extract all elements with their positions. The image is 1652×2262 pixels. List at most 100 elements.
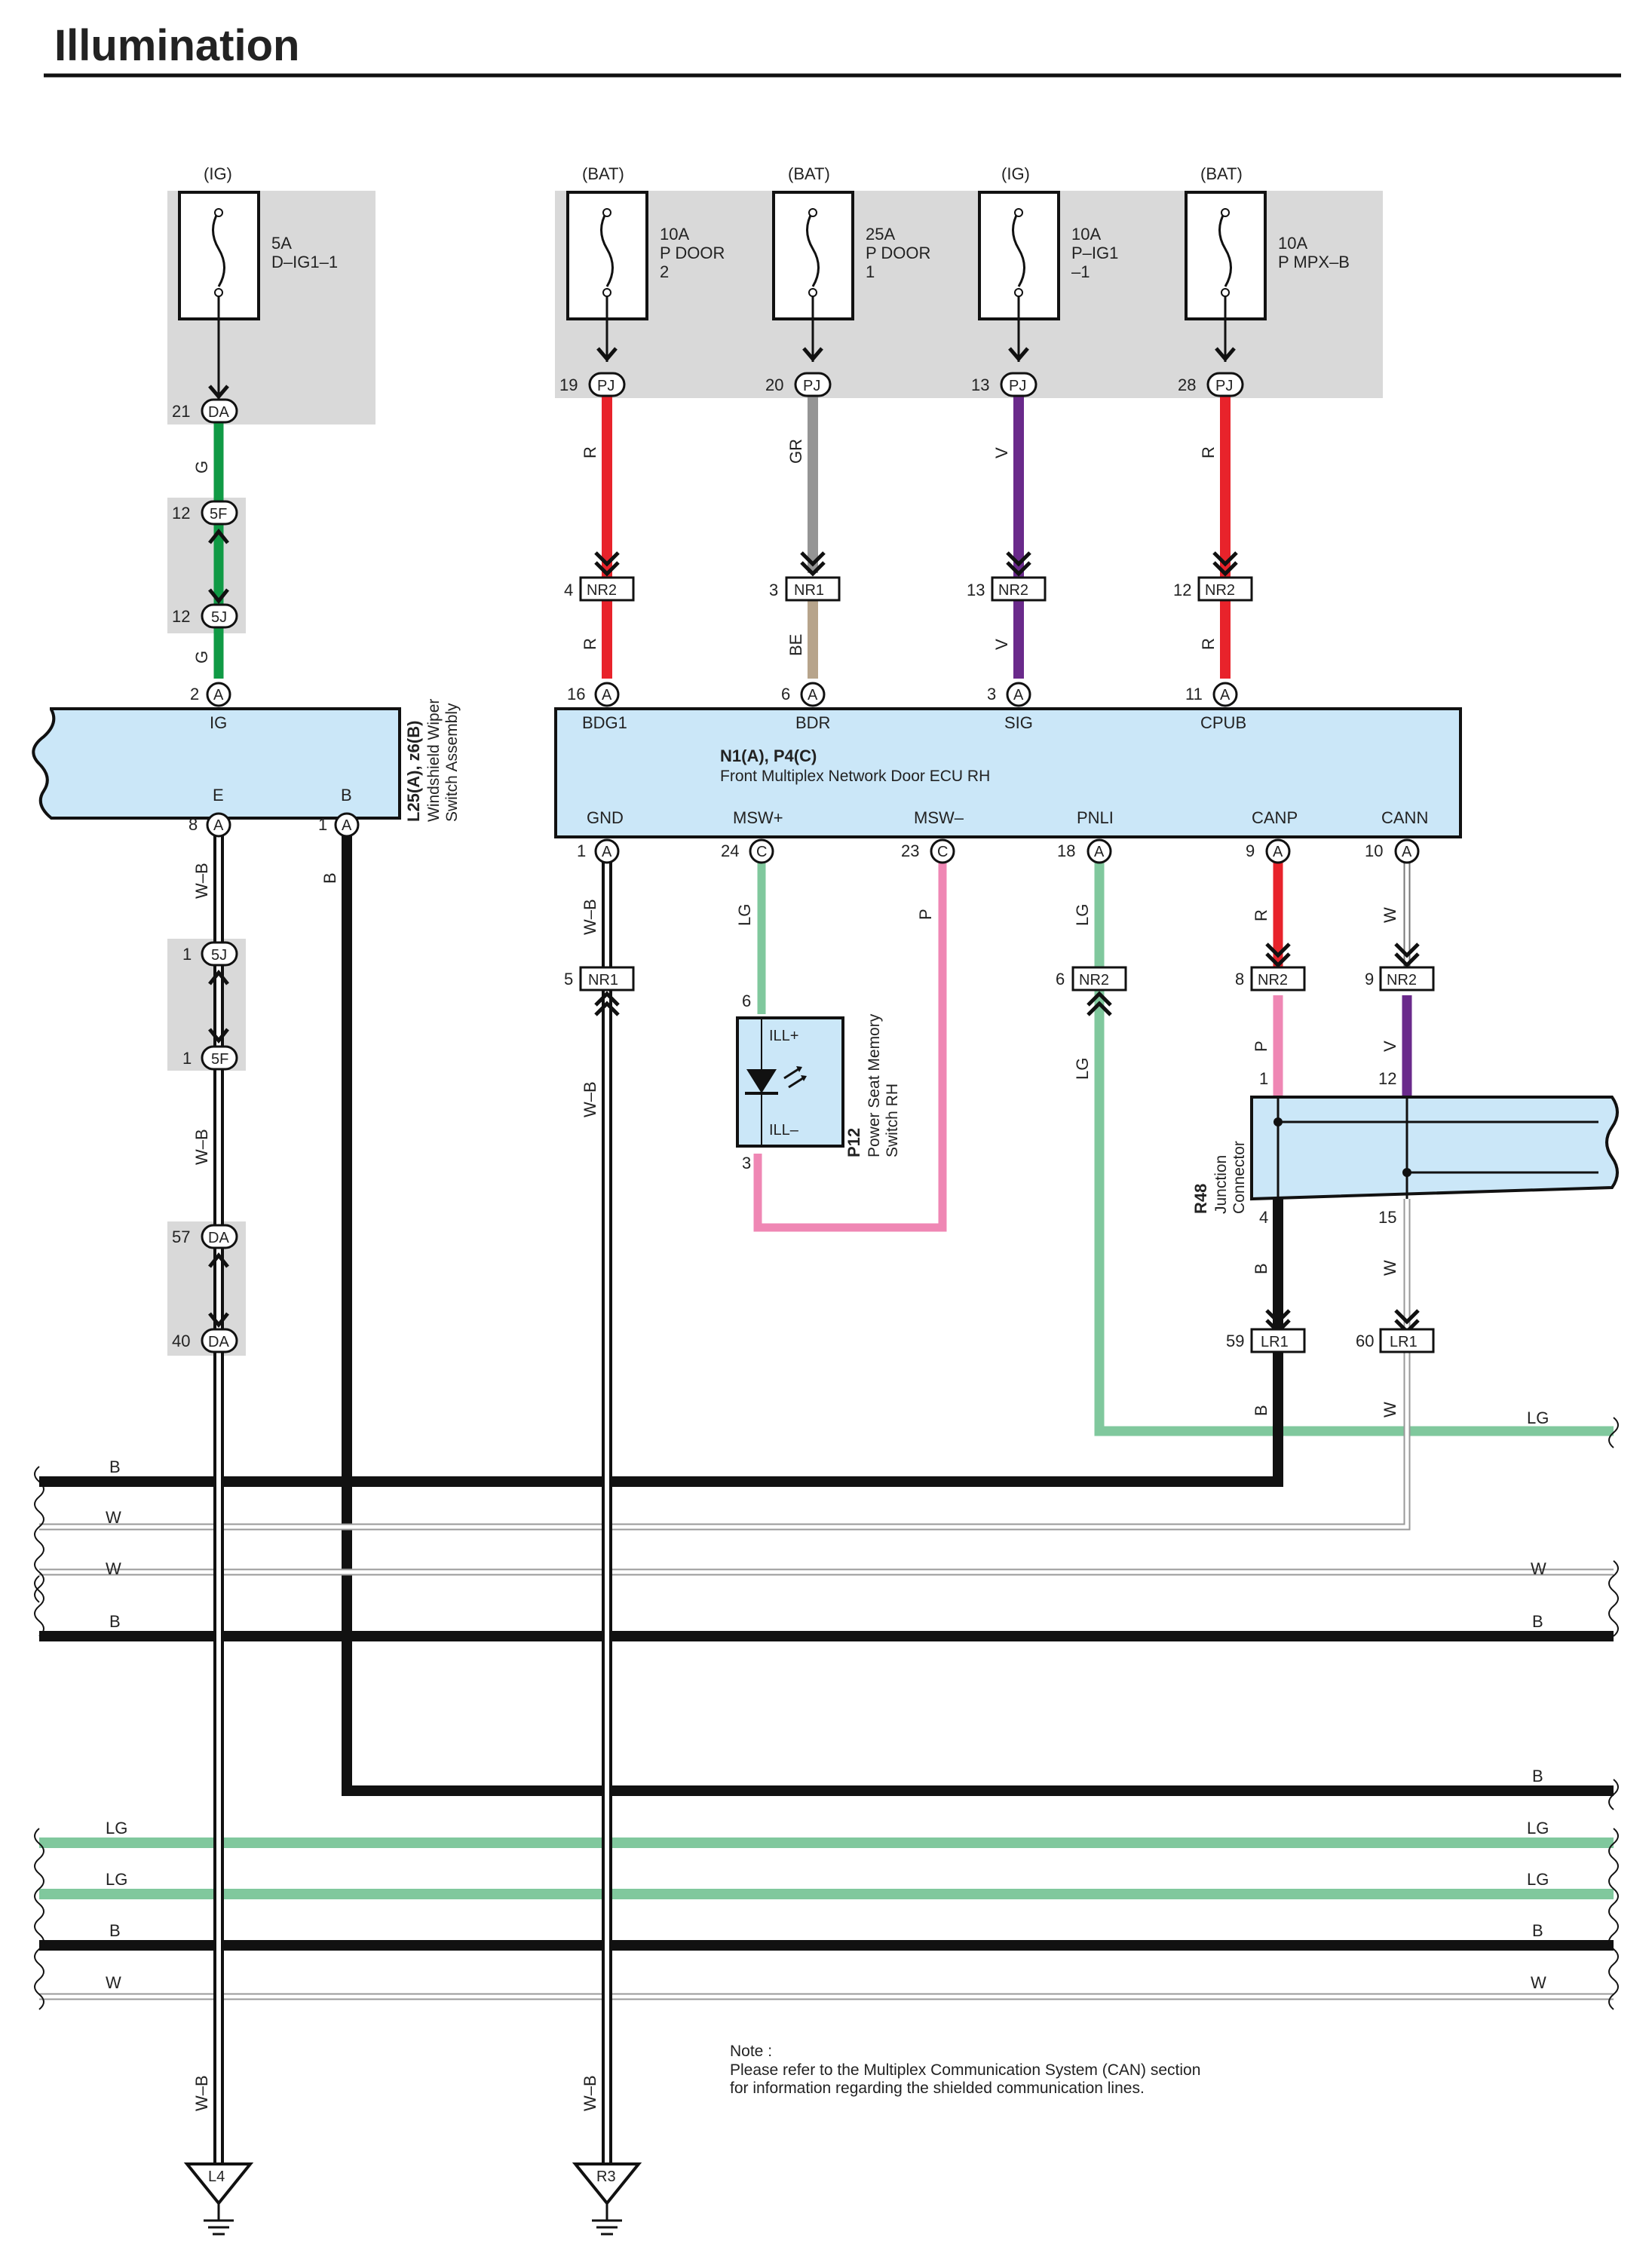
pin-number: 16 xyxy=(567,685,585,703)
bus-break-right xyxy=(1608,1417,1619,2010)
wire-label: G xyxy=(192,461,211,474)
junction-connector-r48: 1 12 4 15 R48 Junction Connector xyxy=(1191,1069,1619,1227)
connector-nr2-13: 13 NR2 xyxy=(967,576,1047,602)
connector-nr1-5: 5 NR1 xyxy=(564,966,635,992)
junction-double-arrow-2 xyxy=(208,969,229,1044)
bus-labels: LG B W W W B B B LG LG LG LG B B W W xyxy=(106,1408,1549,1992)
connector-nr2-4: 4 NR2 xyxy=(564,576,635,602)
wire-label: B xyxy=(1252,1263,1270,1274)
wire-label: W xyxy=(1381,1402,1399,1418)
fuse-arrows xyxy=(208,347,1236,400)
connector-name: A xyxy=(1094,844,1105,860)
bus-label: W xyxy=(106,1559,121,1578)
fuse-source: (BAT) xyxy=(788,164,830,183)
pin-number: 12 xyxy=(172,504,190,523)
power-seat-memory-switch: 6 ILL+ ILL– 3 P12 Power Seat Memory Swit… xyxy=(736,992,901,1172)
wire-label: W–B xyxy=(192,2075,211,2111)
pin-number: 13 xyxy=(967,581,985,599)
connector-a-1-gnd: 1 A xyxy=(577,838,620,864)
wire-label: V xyxy=(992,447,1011,458)
connector-name: 5J xyxy=(211,947,227,964)
wire-label: W xyxy=(1381,907,1399,923)
connector-nr2-9: 9 NR2 xyxy=(1365,966,1435,992)
pin-number: 4 xyxy=(564,581,573,599)
connector-name: A xyxy=(342,817,352,834)
fuse-p-ig1-1: (IG) 10A P–IG1 –1 xyxy=(978,164,1118,362)
connector-nr1-3: 3 NR1 xyxy=(769,576,841,602)
note: Note : Please refer to the Multiplex Com… xyxy=(730,2043,1200,2097)
wire-w-r48 xyxy=(39,1199,1411,1531)
connector-name: NR2 xyxy=(998,582,1028,599)
connector-name: NR2 xyxy=(1205,582,1235,599)
wire-label: LG xyxy=(1073,1058,1092,1080)
wire-label: W–B xyxy=(581,2075,599,2111)
pin-number: 3 xyxy=(769,581,778,599)
pin-number: 60 xyxy=(1356,1332,1374,1350)
ground-label: L4 xyxy=(208,2169,225,2185)
connector-da-57: 57 DA xyxy=(172,1224,238,1249)
ecu-pin-bdg1: BDG1 xyxy=(582,713,627,732)
note-text: for information regarding the shielded c… xyxy=(730,2080,1145,2097)
pin-number: 1 xyxy=(318,815,327,834)
ecu-pin-bdr: BDR xyxy=(795,713,830,732)
ecu-pin-cpub: CPUB xyxy=(1200,713,1246,732)
pin-number: 6 xyxy=(742,992,751,1010)
connector-pj-19: 19 PJ xyxy=(559,372,626,397)
led-icon xyxy=(745,1066,807,1095)
ecu-pin-canp: CANP xyxy=(1252,808,1298,827)
pin-label-ig: IG xyxy=(210,713,227,732)
connector-name: LR1 xyxy=(1261,1334,1289,1350)
pin-number: 28 xyxy=(1178,375,1196,394)
bus-label: B xyxy=(1532,1767,1543,1785)
pin-number: 9 xyxy=(1365,970,1374,988)
wire-label: G xyxy=(192,651,211,664)
pin-number: 12 xyxy=(1173,581,1191,599)
pin-number: 4 xyxy=(1259,1208,1268,1227)
connector-pj-13: 13 PJ xyxy=(971,372,1037,397)
wiper-name-1: Windshield Wiper xyxy=(425,699,443,822)
nr-chevrons-top xyxy=(594,551,1238,577)
connector-5j-12: 12 5J xyxy=(172,603,238,629)
pin-number: 19 xyxy=(559,375,578,394)
wire-label: LG xyxy=(735,904,754,926)
wire-label: P xyxy=(916,909,935,920)
connector-c-23: 23 C xyxy=(901,838,955,864)
bus-label: W xyxy=(1531,1973,1546,1992)
fuse-name: P–IG1 xyxy=(1071,244,1118,262)
pin-number: 21 xyxy=(172,402,190,421)
connector-name: 5F xyxy=(210,506,227,523)
note-text: Please refer to the Multiplex Communicat… xyxy=(730,2061,1200,2079)
wire-label: GR xyxy=(786,439,805,464)
connector-a-18: 18 A xyxy=(1057,838,1112,864)
connector-name: NR2 xyxy=(587,582,617,599)
ecu-pin-msw-plus: MSW+ xyxy=(733,808,783,827)
bus-label: LG xyxy=(1527,1408,1549,1427)
pin-label-e: E xyxy=(213,786,224,805)
pin-number: 20 xyxy=(765,375,783,394)
connector-a-1-wiper: 1 A xyxy=(318,812,360,838)
pin-number: 6 xyxy=(781,685,790,703)
connector-name: LR1 xyxy=(1390,1334,1418,1350)
wire-label: W–B xyxy=(581,1081,599,1117)
wire-label: V xyxy=(992,639,1011,650)
connector-5j-1: 1 5J xyxy=(182,941,238,967)
ecu-pin-sig: SIG xyxy=(1004,713,1033,732)
pin-number: 18 xyxy=(1057,841,1075,860)
connector-name: A xyxy=(1220,687,1231,703)
fuse-name: D–IG1–1 xyxy=(271,253,338,271)
connector-name: A xyxy=(602,687,612,703)
wire-label: R xyxy=(581,638,599,650)
fuse-name-suffix: –1 xyxy=(1071,262,1090,281)
connector-a-6: 6 A xyxy=(781,682,826,707)
bus-label: B xyxy=(109,1612,121,1631)
p12-code: P12 xyxy=(844,1128,863,1157)
pin-number: 1 xyxy=(182,945,192,964)
connector-name: NR1 xyxy=(588,972,618,988)
bus-label: B xyxy=(1532,1921,1543,1940)
connector-pj-20: 20 PJ xyxy=(765,372,832,397)
fuse-source: (IG) xyxy=(1001,164,1030,183)
pin-number: 8 xyxy=(1235,970,1244,988)
connector-name: C xyxy=(756,844,767,860)
wire-label: W–B xyxy=(192,1129,211,1165)
pin-number: 23 xyxy=(901,841,919,860)
